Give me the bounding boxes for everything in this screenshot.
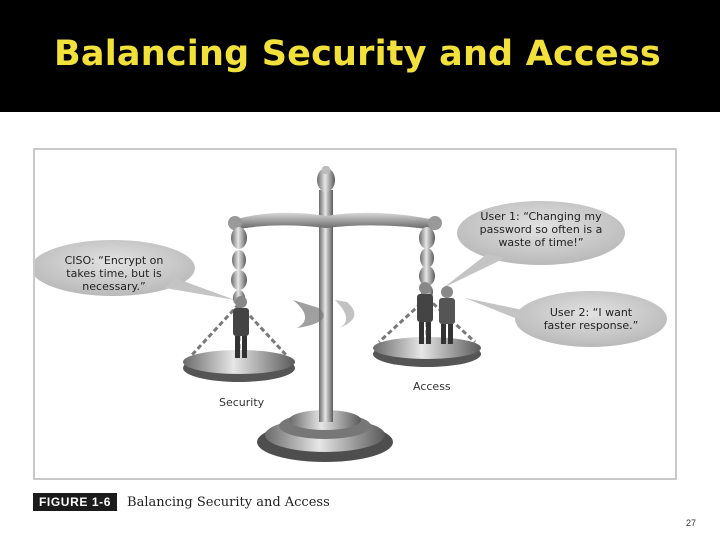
- user2-speech-bubble: [465, 291, 667, 347]
- scale-illustration: [35, 166, 667, 462]
- access-label: Access: [413, 380, 451, 393]
- beam-end-left: [228, 216, 242, 230]
- user2-figure: [439, 286, 455, 344]
- column-decoration-left: [293, 300, 324, 328]
- security-label: Security: [219, 396, 265, 409]
- scale-base: [257, 410, 393, 462]
- ciso-bubble-text: CISO: “Encrypt on takes time, but is nec…: [64, 254, 164, 293]
- figure-caption-text: Balancing Security and Access: [127, 494, 330, 510]
- beam-end-right: [428, 216, 442, 230]
- figure-frame: CISO: “Encrypt on takes time, but is nec…: [33, 148, 677, 480]
- right-pan: [373, 337, 481, 367]
- title-bar: Balancing Security and Access: [0, 0, 720, 112]
- scale-column: [319, 190, 333, 422]
- user2-bubble-text: User 2: “I want faster response.”: [543, 306, 639, 332]
- left-hanger: [231, 227, 247, 306]
- figure-caption: FIGURE 1-6 Balancing Security and Access: [33, 493, 330, 511]
- scale-finial: [317, 166, 335, 192]
- ciso-speech-bubble: [35, 240, 235, 300]
- user1-speech-bubble: [443, 201, 625, 288]
- scale-beam: [233, 212, 435, 230]
- user1-figure: [417, 282, 433, 344]
- figure-tag: FIGURE 1-6: [33, 493, 118, 511]
- column-decoration-right: [335, 300, 355, 328]
- ciso-figure: [233, 296, 249, 358]
- slide-title: Balancing Security and Access: [54, 34, 661, 74]
- user1-bubble-text: User 1: “Changing my password so often i…: [479, 210, 603, 249]
- left-pan: [183, 350, 295, 382]
- page-number: 27: [685, 518, 696, 528]
